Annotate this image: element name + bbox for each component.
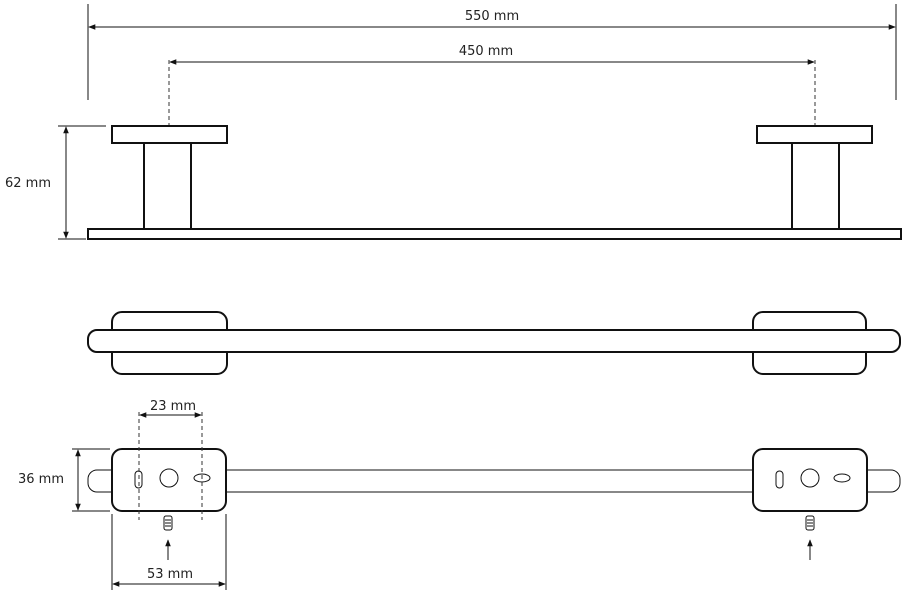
right-mount-plate (756, 125, 873, 144)
dimension-height: 62 mm (5, 125, 106, 240)
base-width-label: 53 mm (147, 567, 193, 582)
left-mount-plate (111, 125, 228, 144)
mount-spacing-label: 450 mm (459, 44, 513, 59)
left-screw-icon (163, 515, 173, 560)
bar-bottom (87, 469, 901, 493)
bar-top (87, 329, 901, 353)
dimension-base-width: 53 mm (111, 514, 227, 590)
side-view (87, 125, 902, 240)
dimension-overall-length: 550 mm (87, 4, 897, 100)
right-mount-post (791, 142, 840, 230)
bar-side (87, 228, 902, 240)
left-mount-post (143, 142, 192, 230)
right-slot-horizontal (833, 473, 851, 483)
overall-length-label: 550 mm (465, 9, 519, 24)
base-depth-label: 36 mm (18, 472, 64, 487)
right-screw-icon (805, 515, 815, 560)
right-slot-vertical (775, 470, 784, 489)
dimension-base-depth: 36 mm (18, 448, 110, 512)
top-view (87, 311, 901, 375)
dimension-mount-spacing: 450 mm (168, 44, 816, 127)
dimension-hole-spacing: 23 mm (138, 399, 203, 520)
bottom-view (87, 448, 901, 560)
right-base-bottom (752, 448, 868, 512)
left-center-hole (159, 468, 179, 488)
right-center-hole (800, 468, 820, 488)
height-label: 62 mm (5, 176, 51, 191)
hole-spacing-label: 23 mm (150, 399, 196, 414)
left-base-bottom (111, 448, 227, 512)
